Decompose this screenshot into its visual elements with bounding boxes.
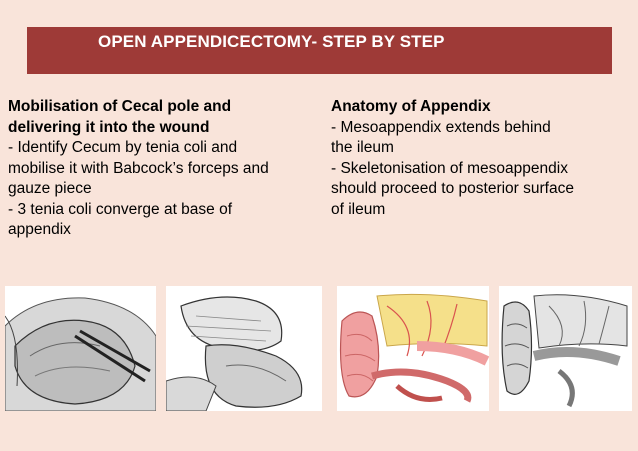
title-bar (27, 27, 612, 74)
left-heading-line-1: Mobilisation of Cecal pole and (8, 98, 232, 115)
cecum-forceps-illustration (5, 286, 156, 411)
cecum-gauze-illustration (166, 286, 322, 411)
mesoappendix-anatomy-illustration (499, 286, 632, 411)
right-heading-line-1: Anatomy of Appendix (331, 98, 491, 115)
right-body-line-1: - Mesoappendix extends behind (331, 118, 551, 136)
right-body-line-4: should proceed to posterior surface (331, 180, 574, 197)
right-text-column: Anatomy of Appendix - Mesoappendix exten… (331, 97, 631, 220)
right-body-line-5: of ileum (331, 200, 386, 218)
colored-appendix-anatomy-illustration (337, 286, 489, 411)
right-body-line-2: the ileum (331, 139, 394, 156)
left-body-line-5: appendix (8, 221, 71, 238)
right-body-line-3: - Skeletonisation of mesoappendix (331, 159, 568, 177)
left-body-line-2: mobilise it with Babcock’s forceps and (8, 159, 269, 177)
left-body-line-1: - Identify Cecum by tenia coli and (8, 139, 238, 156)
left-text-column: Mobilisation of Cecal pole and deliverin… (8, 97, 326, 241)
left-body-line-3: gauze piece (8, 180, 92, 197)
left-body-line-4: - 3 tenia coli converge at base of (8, 200, 233, 218)
slide-title: OPEN APPENDICECTOMY- STEP BY STEP (98, 32, 445, 51)
left-heading-line-2: delivering it into the wound (8, 118, 210, 136)
